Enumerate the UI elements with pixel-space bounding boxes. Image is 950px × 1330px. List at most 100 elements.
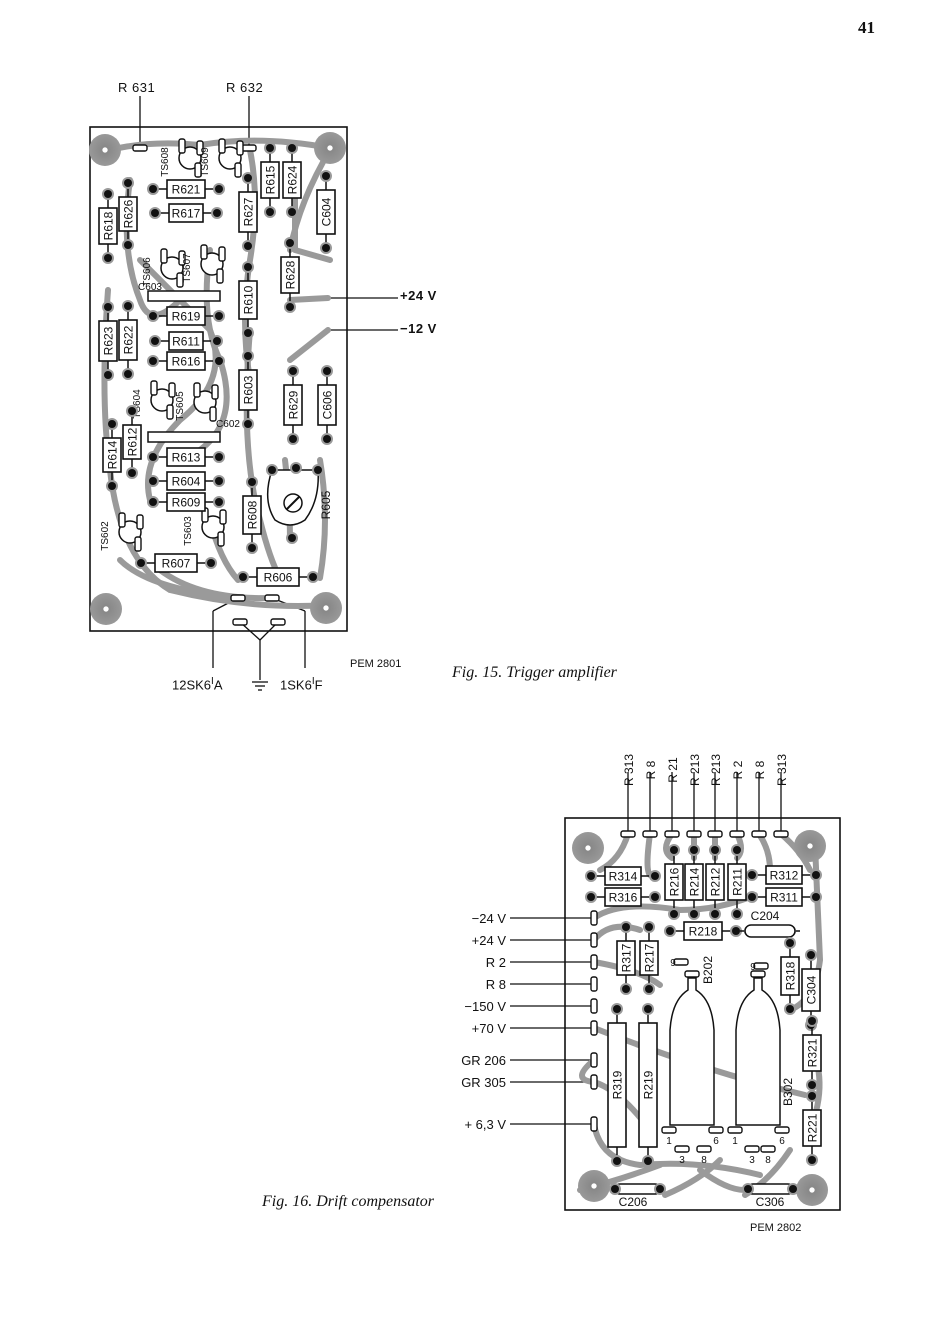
copper-trace (591, 892, 758, 921)
solder-pad (613, 1005, 621, 1013)
solder-pad (309, 573, 317, 581)
label-text: 12SK6 (172, 677, 212, 693)
solder-pad (786, 939, 794, 947)
solder-pad (213, 209, 221, 217)
terminal-pad (590, 910, 598, 926)
mounting-hole (314, 132, 346, 164)
pin-label: 6 (779, 1136, 785, 1147)
solder-pad (289, 435, 297, 443)
terminal-pad (178, 250, 186, 266)
component-label: R614 (106, 440, 120, 469)
resistor-body (154, 553, 198, 573)
pin-label: 6 (713, 1136, 719, 1147)
solder-pad (733, 910, 741, 918)
terminal-pad (176, 272, 184, 288)
component-label: R311 (770, 891, 798, 905)
mounting-hole (90, 593, 122, 625)
terminal-pad (773, 830, 789, 838)
resistor-body (166, 179, 206, 199)
solder-pad (124, 370, 132, 378)
solder-pad (244, 352, 252, 360)
terminal-pad (241, 144, 257, 152)
terminal-pad (750, 970, 766, 978)
solder-pad (808, 1081, 816, 1089)
component-label: R615 (264, 165, 278, 194)
resistor-body (260, 161, 280, 199)
component-label: R316 (609, 891, 638, 905)
lead-label-r632: R 632 (226, 80, 264, 95)
solder-pad (149, 185, 157, 193)
solder-pad (104, 254, 112, 262)
component-label: R211 (731, 868, 745, 896)
resistor-body (168, 331, 204, 351)
resistor-body (166, 471, 206, 491)
component-label: R617 (172, 207, 201, 221)
lead-label: +70 V (472, 1021, 507, 1036)
solder-pad (289, 367, 297, 375)
terminal-pad (673, 958, 689, 966)
mounting-hole (578, 1170, 610, 1202)
solder-pad (128, 407, 136, 415)
capacitor-c306 (747, 1183, 794, 1195)
capacitor-label: C602 (216, 419, 240, 430)
label-sup: I (211, 676, 214, 687)
lead-label: R 8 (486, 977, 506, 992)
solder-pad (645, 985, 653, 993)
terminal-pad (232, 618, 248, 626)
component-label: R628 (284, 260, 298, 289)
solder-pad (215, 498, 223, 506)
solder-pad (808, 1092, 816, 1100)
solder-pad (137, 559, 145, 567)
lead-label: −150 V (464, 999, 506, 1014)
figure-caption: Fig. 15. Trigger amplifier (452, 664, 617, 681)
solder-pad (286, 239, 294, 247)
lead-label: R 313 (775, 754, 789, 786)
solder-pad (322, 244, 330, 252)
component-label: R607 (162, 557, 191, 571)
component-label: R611 (172, 335, 200, 349)
component-label: R318 (784, 961, 798, 990)
copper-trace (597, 831, 631, 873)
solder-pad (644, 1157, 652, 1165)
solder-pad (104, 190, 112, 198)
component-label: R606 (264, 571, 293, 585)
pin-label: 3 (749, 1155, 755, 1166)
transistor-label: TS602 (100, 521, 111, 551)
resistor-body (765, 887, 803, 907)
copper-trace (287, 295, 331, 303)
resistor-body (607, 1022, 627, 1148)
capacitor-c204 (744, 924, 796, 938)
capacitor-c602 (147, 431, 221, 443)
terminal-pad (590, 1116, 598, 1132)
solder-pad (732, 927, 740, 935)
mounting-hole (794, 830, 826, 862)
lead-label-minus12v: −12 V (400, 321, 437, 336)
solder-pad (215, 312, 223, 320)
terminal-pad (234, 162, 242, 178)
terminal-pad (264, 594, 280, 602)
terminal-pad (270, 618, 286, 626)
solder-pad (215, 357, 223, 365)
terminal-pad (590, 1074, 598, 1090)
lead-label-12sk6: 12SK6IA (172, 676, 223, 692)
resistor-body (238, 369, 258, 411)
capacitor-c603 (147, 290, 221, 302)
mounting-hole (310, 592, 342, 624)
solder-pad (690, 910, 698, 918)
copper-trace (287, 327, 331, 363)
lead-label-r631: R 631 (118, 80, 156, 95)
solder-pad (268, 466, 276, 474)
solder-pad (244, 263, 252, 271)
solder-pad (151, 209, 159, 217)
solder-pad (288, 534, 296, 542)
transistor-label: TS606 (142, 257, 153, 287)
mounting-hole (572, 832, 604, 864)
component-label: R221 (806, 1113, 820, 1142)
component-label: R623 (102, 326, 116, 355)
solder-pad (807, 951, 815, 959)
lead-label: R 213 (709, 754, 723, 786)
component-label: R216 (668, 867, 682, 896)
resistor-body (166, 492, 206, 512)
